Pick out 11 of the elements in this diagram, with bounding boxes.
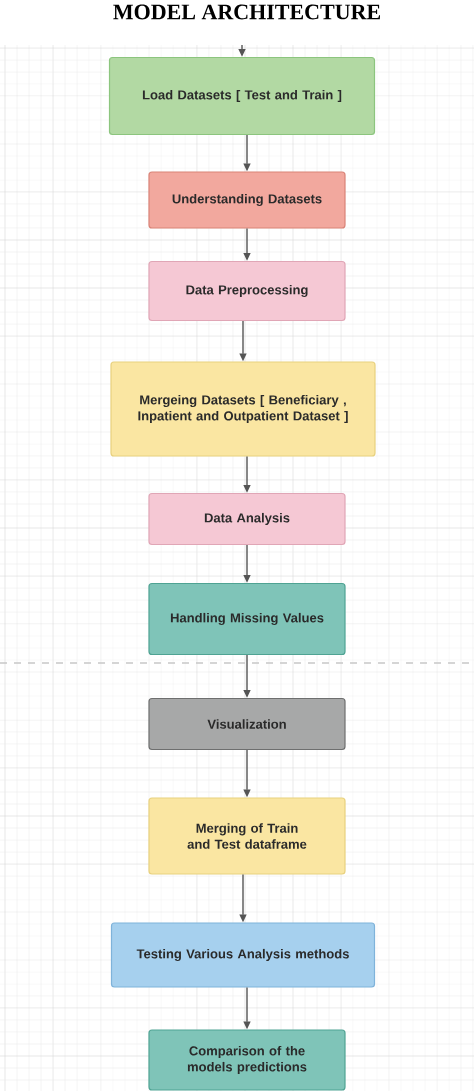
process-box: Comparison of the models predictions <box>148 1029 346 1091</box>
process-box: Data Preprocessing <box>148 260 346 322</box>
process-box: Visualization <box>148 697 346 751</box>
process-box: Data Analysis <box>148 492 346 546</box>
process-box: Understanding Datasets <box>148 171 346 229</box>
title: MODEL ARCHITECTURE <box>113 4 380 20</box>
process-box: Mergeing Datasets [ Beneficiary , Inpatient and Outpatient Dataset ] <box>110 361 376 457</box>
process-box: Merging of Train and Test dataframe <box>148 797 346 875</box>
process-box: Testing Various Analysis methods <box>110 922 376 988</box>
process-box: Load Datasets [ Test and Train ] <box>108 56 376 136</box>
process-box: Handling Missing Values <box>148 582 346 656</box>
